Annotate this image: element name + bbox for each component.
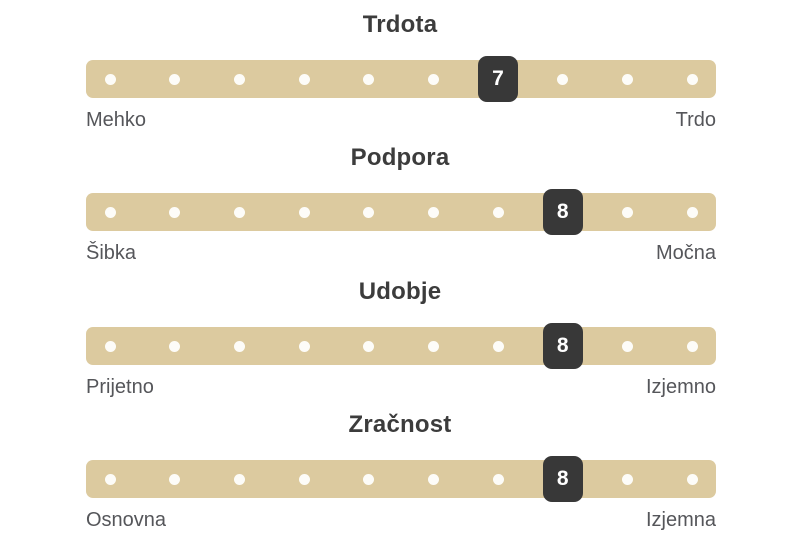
scale-dot[interactable] (233, 73, 245, 85)
scale-dot[interactable] (621, 206, 633, 218)
scale-dot[interactable] (298, 73, 310, 85)
scale-dot[interactable] (427, 206, 439, 218)
slider-title: Zračnost (348, 411, 452, 438)
scale-dot[interactable] (104, 206, 116, 218)
slider-title: Udobje (358, 278, 442, 305)
scale-dot[interactable] (169, 73, 181, 85)
scale-dot[interactable] (686, 206, 698, 218)
slider-value-marker[interactable]: 8 (542, 456, 583, 502)
scale-dot[interactable] (621, 73, 633, 85)
slider-track[interactable]: 8 (86, 323, 716, 369)
scale-dot[interactable] (363, 473, 375, 485)
scale-dot[interactable] (169, 206, 181, 218)
slider-title: Trdota (362, 11, 438, 38)
scale-dot[interactable] (363, 340, 375, 352)
endpoint-labels: Prijetno Izjemno (86, 374, 716, 400)
scale-dot[interactable] (427, 340, 439, 352)
scale-dot[interactable] (427, 473, 439, 485)
scale-dot[interactable] (233, 340, 245, 352)
slider-track[interactable]: 7 (86, 56, 716, 102)
slider-value-marker[interactable]: 7 (478, 56, 518, 102)
slider-track[interactable]: 8 (86, 456, 716, 502)
scale-dot[interactable] (686, 473, 698, 485)
endpoint-label-high: Izjemno (645, 376, 716, 398)
scale-dot[interactable] (686, 73, 698, 85)
scale-dot[interactable] (492, 206, 504, 218)
endpoint-labels: Mehko Trdo (86, 107, 716, 133)
endpoint-labels: Osnovna Izjemna (86, 507, 716, 533)
rating-slider-trdota: Trdota 7 Mehko Trdo (0, 10, 800, 143)
scale-dot[interactable] (104, 73, 116, 85)
endpoint-label-low: Šibka (86, 242, 137, 264)
slider-title: Podpora (350, 144, 450, 171)
scale-dot[interactable] (492, 340, 504, 352)
endpoint-label-high: Močna (655, 242, 716, 264)
slider-track[interactable]: 8 (86, 189, 716, 235)
slider-value-marker[interactable]: 8 (542, 189, 583, 235)
scale-dot[interactable] (104, 473, 116, 485)
endpoint-label-low: Mehko (86, 109, 147, 131)
scale-dot[interactable] (557, 73, 569, 85)
rating-slider-udobje: Udobje 8 Prijetno Izjemno (0, 277, 800, 410)
scale-dot[interactable] (169, 473, 181, 485)
slider-value-marker[interactable]: 8 (542, 323, 583, 369)
scale-dot[interactable] (298, 473, 310, 485)
endpoint-label-low: Prijetno (86, 376, 154, 398)
scale-dot[interactable] (298, 206, 310, 218)
rating-slider-zracnost: Zračnost 8 Osnovna Izjemna (0, 410, 800, 543)
scale-dot[interactable] (363, 206, 375, 218)
endpoint-label-high: Izjemna (645, 509, 716, 531)
scale-dot[interactable] (686, 340, 698, 352)
endpoint-labels: Šibka Močna (86, 240, 716, 266)
endpoint-label-high: Trdo (675, 109, 716, 131)
rating-slider-podpora: Podpora 8 Šibka Močna (0, 143, 800, 276)
scale-dot[interactable] (427, 73, 439, 85)
scale-dot[interactable] (492, 473, 504, 485)
scale-dot[interactable] (104, 340, 116, 352)
endpoint-label-low: Osnovna (86, 509, 167, 531)
scale-dot[interactable] (363, 73, 375, 85)
scale-dot[interactable] (233, 206, 245, 218)
scale-dot[interactable] (621, 473, 633, 485)
scale-dot[interactable] (169, 340, 181, 352)
scale-dot[interactable] (233, 473, 245, 485)
scale-dot[interactable] (621, 340, 633, 352)
scale-dot[interactable] (298, 340, 310, 352)
